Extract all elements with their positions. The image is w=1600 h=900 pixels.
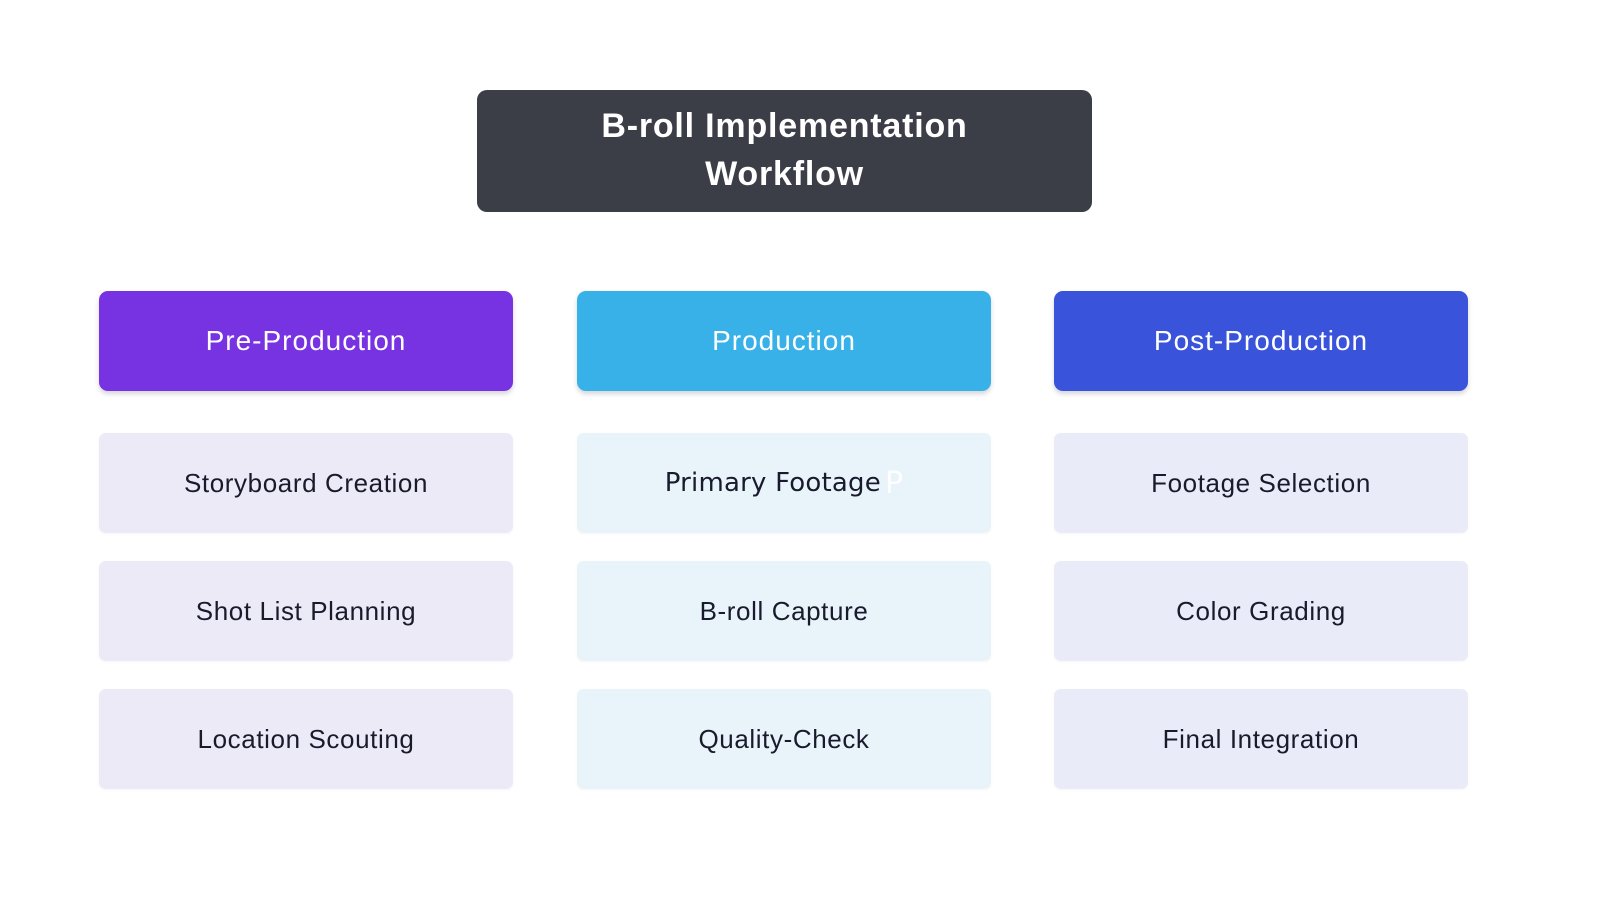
item-storyboard-creation: Storyboard Creation: [99, 433, 513, 533]
column-header-production: Production: [577, 291, 991, 391]
diagram-title: B-roll Implementation Workflow: [477, 90, 1092, 212]
column-header-pre-production: Pre-Production: [99, 291, 513, 391]
item-primary-footage-label: Primary Footage: [664, 468, 881, 498]
item-color-grading: Color Grading: [1054, 561, 1468, 661]
ghost-glyph: P: [884, 465, 904, 501]
diagram-title-line-2: Workflow: [705, 155, 864, 193]
column-post-production: Post-Production Footage Selection Color …: [1054, 291, 1468, 817]
item-final-integration: Final Integration: [1054, 689, 1468, 789]
item-quality-check: Quality-Check: [577, 689, 991, 789]
item-shot-list-planning: Shot List Planning: [99, 561, 513, 661]
item-footage-selection: Footage Selection: [1054, 433, 1468, 533]
column-pre-production: Pre-Production Storyboard Creation Shot …: [99, 291, 513, 817]
diagram-title-line-1: B-roll Implementation: [601, 107, 968, 146]
column-header-post-production: Post-Production: [1054, 291, 1468, 391]
column-production: Production Primary Footage P B-roll Capt…: [577, 291, 991, 817]
item-location-scouting: Location Scouting: [99, 689, 513, 789]
item-b-roll-capture: B-roll Capture: [577, 561, 991, 661]
item-primary-footage: Primary Footage P: [577, 433, 991, 533]
